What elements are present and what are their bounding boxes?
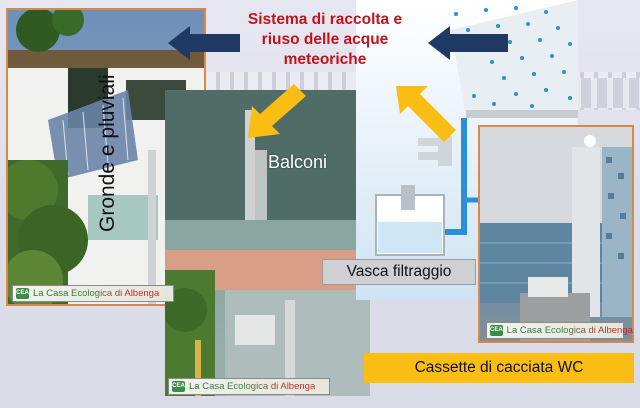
badge-text: La Casa Ecologica di Albenga xyxy=(33,288,160,299)
logo-badge: CEA La Casa Ecologica di Albenga xyxy=(486,322,633,339)
arrow-up-left-yellow-icon xyxy=(396,86,456,142)
logo-badge: CEA La Casa Ecologica di Albenga xyxy=(12,285,174,302)
label-cassette-wc: Cassette di cacciata WC xyxy=(364,353,634,383)
arrow-left-dark-gronde-icon xyxy=(168,26,240,60)
bathroom-illustration xyxy=(480,127,632,341)
label-gronde-pluviali: Gronde e pluviali xyxy=(96,74,119,232)
house-logo-icon: CEA xyxy=(172,381,185,392)
house-logo-icon: CEA xyxy=(490,325,503,336)
house-logo-icon: CEA xyxy=(16,288,29,299)
arrow-left-dark-rain-icon xyxy=(428,26,508,60)
photo-cassette-wc xyxy=(478,125,634,343)
label-vasca-filtraggio: Vasca filtraggio xyxy=(322,259,476,285)
page-title: Sistema di raccolta e riuso delle acque … xyxy=(247,11,403,68)
badge-text: La Casa Ecologica di Albenga xyxy=(506,325,633,336)
logo-badge: CEA La Casa Ecologica di Albenga xyxy=(168,378,330,395)
label-balconi: Balconi xyxy=(268,152,328,172)
badge-text: La Casa Ecologica di Albenga xyxy=(189,381,316,392)
arrow-down-left-yellow-icon xyxy=(248,84,306,138)
